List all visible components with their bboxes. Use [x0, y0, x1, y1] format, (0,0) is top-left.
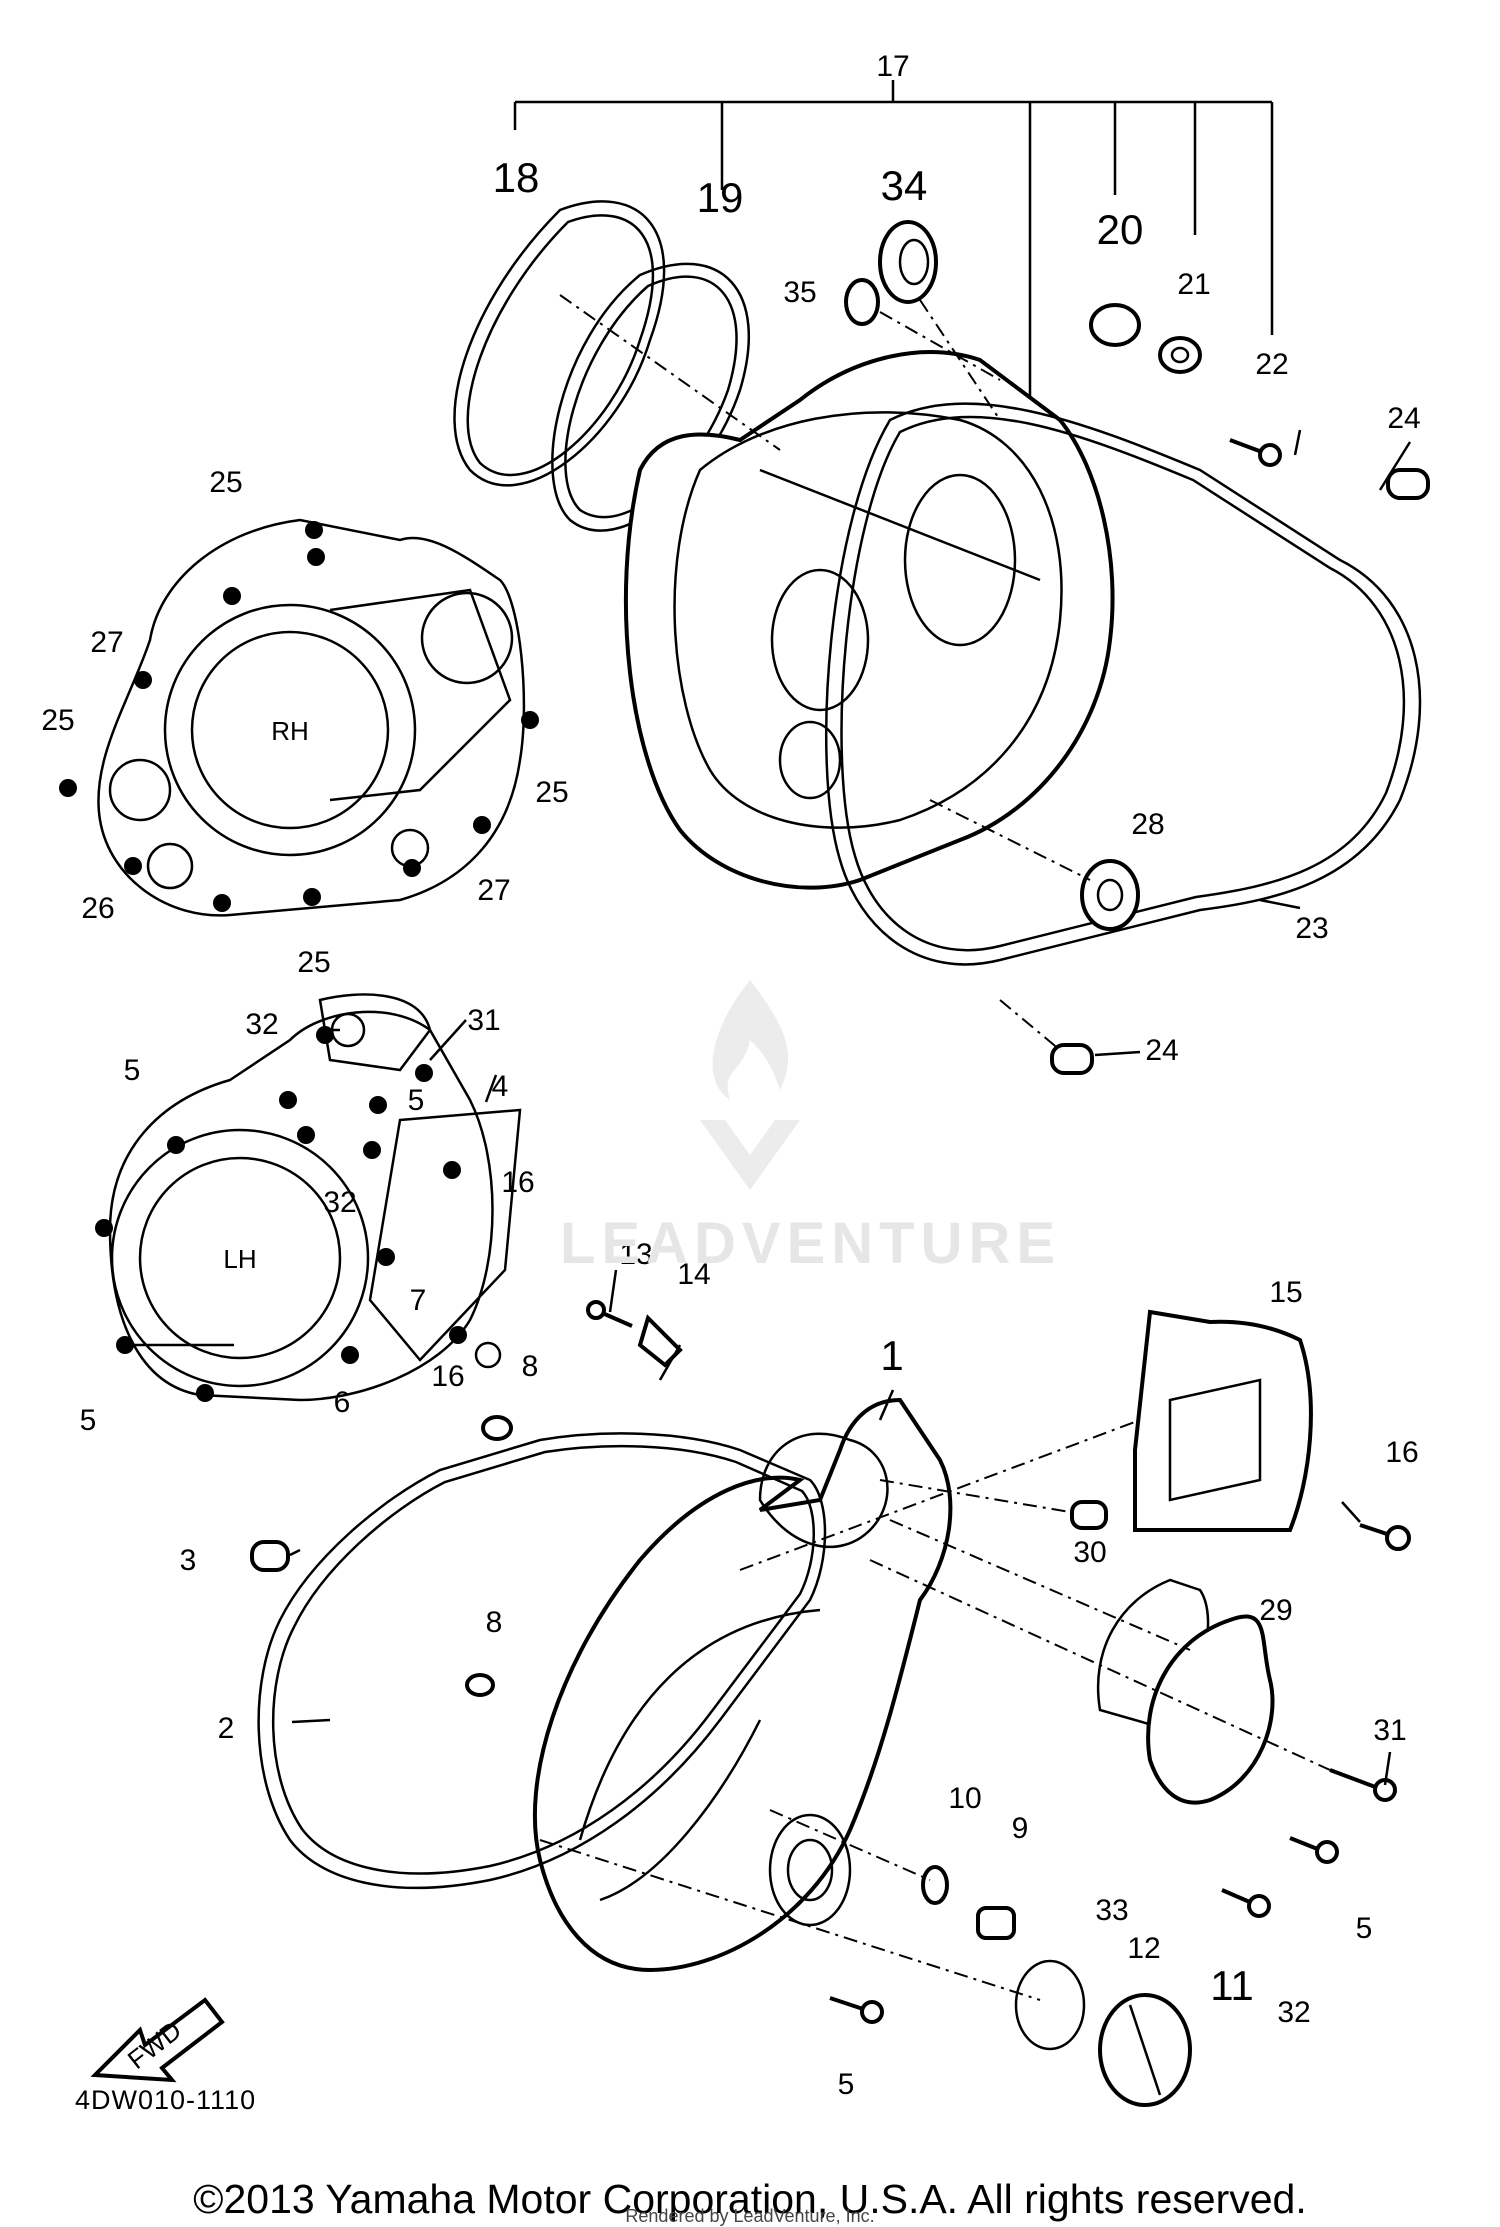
diagram-code: 4DW010-1110 — [75, 2085, 257, 2115]
part-13-bolt — [586, 1300, 633, 1328]
callout-17: 17 — [876, 50, 909, 83]
part-5-bolt-bottom — [829, 1996, 884, 2024]
part-15-sprocket-cover — [1133, 1309, 1313, 1532]
part-14-clamp — [637, 1314, 683, 1368]
callout-4: 4 — [492, 1070, 509, 1103]
callout-25-a: 25 — [209, 466, 242, 499]
callout-3: 3 — [180, 1544, 197, 1577]
leadventure-logo-icon — [700, 980, 800, 1190]
part-23-cover-gasket — [824, 402, 1422, 966]
leader-lines — [125, 429, 1412, 1786]
fwd-arrow-icon: FWD — [90, 1997, 225, 2083]
part-18-cover-gasket — [453, 200, 666, 487]
callout-16-c: 16 — [1385, 1436, 1418, 1469]
callout-19: 19 — [697, 174, 744, 221]
part-8-oring-lower — [465, 1673, 495, 1697]
part-10-oring — [921, 1865, 949, 1905]
part-3-dowel-pin — [250, 1540, 290, 1572]
callout-7: 7 — [410, 1284, 427, 1317]
group-17-bracket — [513, 80, 1274, 430]
callout-9: 9 — [1012, 1812, 1029, 1845]
callout-5-b: 5 — [408, 1084, 425, 1117]
part-9-plug — [976, 1906, 1016, 1940]
callout-6: 6 — [334, 1386, 351, 1419]
part-34-oil-seal — [878, 220, 938, 304]
callout-20: 20 — [1097, 206, 1144, 253]
right-crankcase-cover — [623, 350, 1115, 890]
callout-32-b: 32 — [323, 1186, 356, 1219]
callout-5-d: 5 — [1356, 1912, 1373, 1945]
part-20-grommet — [1089, 303, 1141, 347]
callout-16-a: 16 — [501, 1166, 534, 1199]
rh-label: RH — [271, 716, 309, 746]
part-30-dowel — [1070, 1500, 1108, 1530]
callout-29: 29 — [1259, 1594, 1292, 1627]
part-8-oring-upper — [481, 1415, 513, 1441]
part-12-oring — [1014, 1959, 1086, 2051]
part-35-oil-seal — [844, 278, 880, 326]
part-22-bolt — [1229, 438, 1282, 467]
callout-23: 23 — [1295, 912, 1328, 945]
callout-24-top: 24 — [1387, 402, 1420, 435]
callout-31-b: 31 — [1373, 1714, 1406, 1747]
callout-25-d: 25 — [297, 946, 330, 979]
callout-22: 22 — [1255, 348, 1288, 381]
callout-12: 12 — [1127, 1932, 1160, 1965]
callout-25-c: 25 — [535, 776, 568, 809]
callout-5-c: 5 — [80, 1404, 97, 1437]
part-2-cover-gasket — [257, 1432, 827, 1890]
callout-24-bottom: 24 — [1145, 1034, 1178, 1067]
callout-labels: 17 18 19 34 35 20 21 22 24 25 27 25 25 2… — [41, 50, 1420, 2101]
callout-8-b: 8 — [486, 1606, 503, 1639]
callout-26: 26 — [81, 892, 114, 925]
callout-21: 21 — [1177, 268, 1210, 301]
part-29-pump-cover — [1146, 1614, 1275, 1805]
callout-15: 15 — [1269, 1276, 1302, 1309]
callout-14: 14 — [677, 1258, 710, 1291]
callout-31-a: 31 — [467, 1004, 500, 1037]
callout-30: 30 — [1073, 1536, 1106, 1569]
part-16-bolt-right — [1359, 1523, 1411, 1551]
callout-25-b: 25 — [41, 704, 74, 737]
callout-5-e: 5 — [838, 2068, 855, 2101]
part-5-bolt-right — [1289, 1836, 1339, 1864]
part-11-cap — [1098, 1993, 1192, 2107]
callout-32-a: 32 — [245, 1008, 278, 1041]
part-31-bolt-right — [1329, 1768, 1397, 1802]
part-1-crankcase-cover-left — [532, 1397, 953, 1973]
lh-cover-inset — [95, 993, 522, 1402]
copyright-notice: ©2013 Yamaha Motor Corporation, U.S.A. A… — [193, 2176, 1307, 2222]
callout-18: 18 — [493, 154, 540, 201]
callout-8-a: 8 — [522, 1350, 539, 1383]
callout-5-a: 5 — [124, 1054, 141, 1087]
callout-10: 10 — [948, 1782, 981, 1815]
callout-16-b: 16 — [431, 1360, 464, 1393]
part-28-bearing — [1080, 859, 1140, 931]
callout-11: 11 — [1210, 1962, 1254, 2009]
part-24-dowel-pin-top — [1386, 468, 1430, 500]
rh-cover-inset — [59, 518, 539, 917]
lh-label: LH — [223, 1244, 256, 1274]
part-24-dowel-pin-bottom — [1050, 1043, 1094, 1075]
callout-13: 13 — [619, 1238, 652, 1271]
part-32-bolt-right — [1221, 1888, 1271, 1918]
callout-1: 1 — [880, 1332, 903, 1379]
callout-28: 28 — [1131, 808, 1164, 841]
watermark-text: LEADVENTURE — [560, 1211, 1062, 1276]
rendered-by-notice: Rendered by LeadVenture, Inc. — [625, 2206, 875, 2226]
callout-35: 35 — [783, 276, 816, 309]
callout-27-b: 27 — [477, 874, 510, 907]
callout-27-a: 27 — [90, 626, 123, 659]
callout-2: 2 — [218, 1712, 235, 1745]
callout-32-c: 32 — [1277, 1996, 1310, 2029]
callout-33: 33 — [1095, 1894, 1128, 1927]
part-21-washer — [1158, 336, 1202, 374]
callout-34: 34 — [881, 162, 928, 209]
